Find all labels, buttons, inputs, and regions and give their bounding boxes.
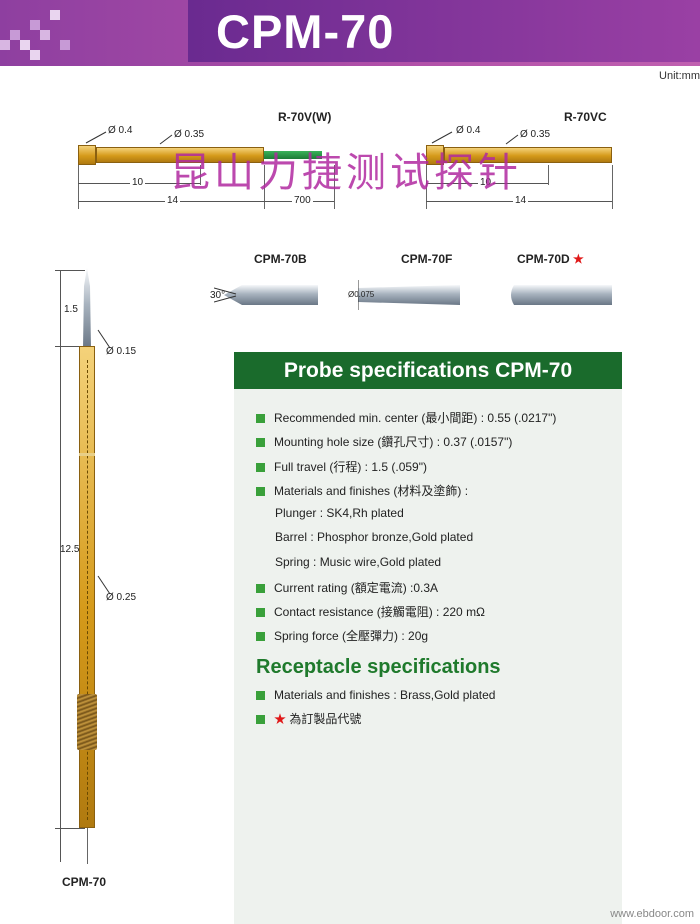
decor-pixel xyxy=(30,20,40,30)
decor-pixel xyxy=(0,40,10,50)
spec-item: Full travel (行程) : 1.5 (.059") xyxy=(256,458,427,475)
receptacle-label-left: R-70V(W) xyxy=(278,110,332,124)
receptacle-body xyxy=(444,147,612,163)
bullet-square xyxy=(256,414,265,423)
probe-center-line xyxy=(87,828,88,864)
dim-ext-line xyxy=(612,165,613,209)
decor-pixel xyxy=(60,40,70,50)
probe-receptacle-band xyxy=(77,694,97,750)
receptacle-head xyxy=(426,145,444,165)
spec-item: Spring force (全壓彈力) : 20g xyxy=(256,627,428,644)
dim-ext-line xyxy=(334,165,335,209)
spec-panel xyxy=(234,352,622,924)
spec-item: Recommended min. center (最小間距) : 0.55 (.… xyxy=(256,409,556,426)
dim-tick xyxy=(55,270,85,271)
probe-label: CPM-70 xyxy=(62,875,107,889)
header-banner xyxy=(0,0,700,66)
receptacle-wire xyxy=(264,151,322,159)
probe-plunger xyxy=(83,268,91,348)
receptacle-head xyxy=(78,145,96,165)
spec-item: Contact resistance (接觸電阻) : 220 mΩ xyxy=(256,603,485,620)
bullet-square xyxy=(256,438,265,447)
dim-length-14: 14 xyxy=(513,195,529,206)
custom-note: ★ 為訂製品代號 xyxy=(256,710,361,727)
material-item: Spring : Music wire,Gold plated xyxy=(275,555,442,569)
tip-f-drawing xyxy=(358,280,460,310)
dim-length-10: 10 xyxy=(130,177,146,188)
spec-item: Current rating (額定電流) :0.3A xyxy=(256,579,438,596)
probe-diameter-tip: Ø 0.15 xyxy=(106,346,137,357)
bullet-square xyxy=(256,584,265,593)
dim-diameter-outer: Ø 0.4 xyxy=(108,125,133,136)
receptacle-body xyxy=(96,147,264,163)
leader-lines xyxy=(97,329,111,349)
receptacle-title: Receptacle specifications xyxy=(256,656,501,678)
tip-label-b: CPM-70B xyxy=(254,252,307,266)
tip-b-angle: 30° xyxy=(210,290,226,301)
bullet-square xyxy=(256,715,265,724)
bullet-square xyxy=(256,487,265,496)
dim-diameter-inner: Ø 0.35 xyxy=(174,129,205,140)
dim-tick xyxy=(55,346,85,347)
probe-total-length: 12.5 xyxy=(60,544,80,555)
probe-crimp xyxy=(79,453,95,456)
bullet-square xyxy=(256,608,265,617)
probe-diameter-body: Ø 0.25 xyxy=(106,592,137,603)
decor-pixel xyxy=(20,40,30,50)
spec-item: Mounting hole size (鑽孔尺寸) : 0.37 (.0157"… xyxy=(256,433,512,450)
bullet-square xyxy=(256,632,265,641)
dim-ext-line xyxy=(78,165,79,209)
probe-spring-line xyxy=(87,360,88,820)
site-watermark: www.ebdoor.com xyxy=(610,908,694,920)
bullet-square xyxy=(256,691,265,700)
tip-label-d: CPM-70D ★ xyxy=(517,252,584,266)
dim-diameter-inner: Ø 0.35 xyxy=(520,129,551,140)
leader-lines xyxy=(431,131,519,145)
decor-pixel xyxy=(30,50,40,60)
watermark-text: 昆山力捷测试探针 xyxy=(170,150,522,196)
dim-length-700: 700 xyxy=(292,195,313,206)
leader-lines xyxy=(97,575,111,595)
star-icon: ★ xyxy=(274,712,287,726)
page-title: CPM-70 xyxy=(216,5,395,58)
spec-item: Materials and finishes (材料及塗飾) : xyxy=(256,482,468,499)
dim-length-10: 10 xyxy=(478,177,494,188)
decor-pixel xyxy=(50,10,60,20)
unit-label: Unit:mm xyxy=(659,70,700,82)
tip-b-drawing xyxy=(214,285,318,305)
leader-lines xyxy=(85,131,173,145)
dim-tick xyxy=(55,828,85,829)
decor-pixel xyxy=(40,30,50,40)
spec-title: Probe specifications CPM-70 xyxy=(234,352,622,389)
tip-label-f: CPM-70F xyxy=(401,252,453,266)
probe-tip-length: 1.5 xyxy=(64,304,78,315)
dim-diameter-outer: Ø 0.4 xyxy=(456,125,481,136)
tip-d-drawing xyxy=(511,285,612,305)
dim-ext-line xyxy=(548,165,549,185)
probe-dim-line xyxy=(60,270,61,862)
bullet-square xyxy=(256,463,265,472)
receptacle-label-right: R-70VC xyxy=(564,110,607,124)
dim-ext-line xyxy=(426,165,427,209)
header-bar xyxy=(188,0,700,62)
tip-f-diameter: Ø0.075 xyxy=(348,290,375,299)
dim-ext-line xyxy=(264,165,265,209)
dim-ext-line xyxy=(200,165,201,185)
material-item: Plunger : SK4,Rh plated xyxy=(275,506,404,520)
dim-length-14: 14 xyxy=(165,195,181,206)
material-item: Barrel : Phosphor bronze,Gold plated xyxy=(275,530,474,544)
receptacle-item: Materials and finishes : Brass,Gold plat… xyxy=(256,688,495,702)
decor-pixel xyxy=(10,30,20,40)
